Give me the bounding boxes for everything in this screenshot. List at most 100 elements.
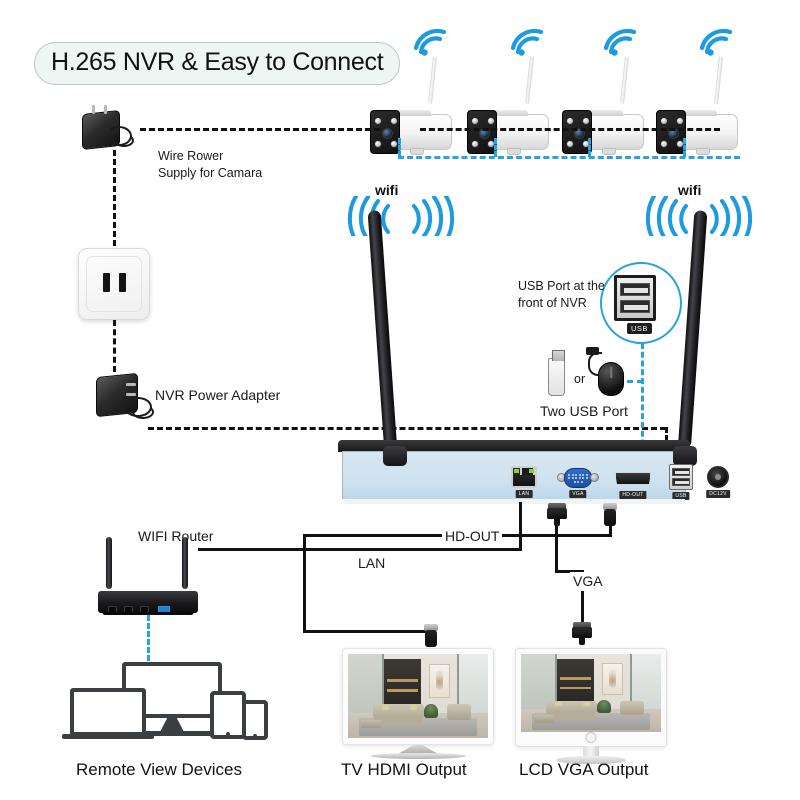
nvr-port-usb: USB [669,464,693,500]
hdout-cable-seg4 [303,630,431,633]
camera-power-adapter [82,105,134,152]
nvr-rear-panel: LAN VGA HD-OUT [342,446,730,504]
usb-front-label: USB Port at the front of NVR [518,279,605,310]
nvr-port-vga: VGA [557,468,599,498]
ip-camera-4 [652,56,738,164]
nvr-port-vga-label: VGA [569,490,587,498]
usb-badge: USB [627,323,652,334]
vga-cable-seg1 [555,524,558,572]
camera-bus-line [398,156,740,159]
hdout-cable-seg3 [303,534,306,632]
usb-device-link-line [627,380,643,383]
lan-cable-down [519,502,522,550]
ip-camera-2 [463,56,549,164]
nvr-wifi-label-left: wifi [375,182,399,198]
mouse-usb-plug [586,347,599,355]
nvr-wifi-arcs-right [640,191,758,246]
camera-lens-face [370,110,400,154]
or-label: or [574,372,586,386]
router-label: WIFI Router [138,528,214,544]
nvr-port-hdout-label: HD-OUT [619,491,647,499]
router-body [98,591,198,614]
camera-wifi-icon-1 [410,26,450,56]
nvr-port-lan-label: LAN [515,490,533,498]
nvr-wifi-label-right: wifi [678,182,702,198]
ip-camera-3 [558,56,644,164]
laptop-base-icon [62,734,154,739]
lcd-stand-base [556,756,626,764]
tv-caption: TV HDMI Output [341,760,467,779]
camera-mount [602,148,616,155]
vga-plug-at-nvr [547,503,567,526]
usb-callout-link-line [641,343,644,463]
tv-base [371,753,466,759]
lcd-caption: LCD VGA Output [519,760,649,779]
page-title: H.265 NVR & Easy to Connect [34,42,401,85]
laptop-icon [70,688,146,736]
vga-cable-seg3 [581,570,584,632]
hdmi-plug-at-nvr [603,503,617,527]
usb-port-zoom-icon [614,275,656,321]
monitor-stand-icon [160,718,184,732]
camera-bus-drop-2 [494,138,497,157]
usb-flash-drive-icon [548,350,565,396]
nvr-device: LAN VGA HD-OUT [338,440,730,504]
two-usb-label: Two USB Port [540,403,628,419]
vga-cable-seg2 [555,570,583,573]
hdout-cable-seg1 [609,524,612,536]
camera-bus-drop-4 [683,138,686,157]
nvr-antenna-base-right [673,446,697,466]
lcd-vga-display [515,648,667,747]
wifi-router [98,537,198,615]
outlet-slot-right [119,273,126,292]
camera-lens-face [467,110,497,154]
router-antenna-right [182,537,188,589]
tablet-home-button-icon [226,732,230,736]
nvr-power-label: NVR Power Adapter [155,387,281,403]
lcd-power-button[interactable] [585,732,597,743]
router-to-devices-line [147,615,150,661]
camera-mount [696,148,710,155]
camera-mount [410,148,424,155]
tv-screen [348,654,488,738]
camera-wifi-icon-3 [600,26,640,56]
lcd-stand-neck [583,746,599,758]
usb-mouse-icon [598,362,624,396]
nvr-antenna-right [678,210,708,447]
tv-stand [396,745,440,755]
camera-wifi-icon-4 [696,26,736,56]
wall-outlet [78,248,150,320]
nvr-antenna-base-left [383,446,407,466]
lan-cable-label: LAN [358,555,386,571]
monitor-base-icon [130,731,214,736]
camera-mount [507,148,521,155]
hdout-cable-label: HD-OUT [442,527,503,546]
remote-view-devices-group [62,662,285,752]
camera-antenna [620,56,630,105]
remote-devices-caption: Remote View Devices [76,760,242,779]
nvr-top-edge [338,440,690,452]
router-antenna-left [106,537,112,589]
outlet-slot-left [103,273,110,292]
camera-bus-drop-1 [398,138,401,157]
hdmi-plug-at-tv [424,624,438,648]
nvr-port-usb-label: USB [672,492,690,500]
camera-lens-face [656,110,686,154]
tv-hdmi-display [342,648,494,745]
nvr-power-adapter [96,372,154,421]
camera-power-line [140,128,380,131]
nvr-wifi-arcs-left [342,191,460,246]
camera-lens-face [562,110,592,154]
nvr-port-dc: DC12V [706,466,730,498]
vga-plug-at-lcd [572,622,592,645]
camera-antenna [525,56,535,105]
outlet-to-nvr-adapter-line [113,320,116,372]
adapter-to-outlet-line [113,150,116,246]
nvr-port-lan: LAN [511,466,537,498]
camera-wifi-icon-2 [507,26,547,56]
camera-antenna [428,56,438,105]
nvr-port-dc-label: DC12V [706,490,730,498]
phone-icon [242,700,268,740]
phone-home-button-icon [253,734,257,738]
